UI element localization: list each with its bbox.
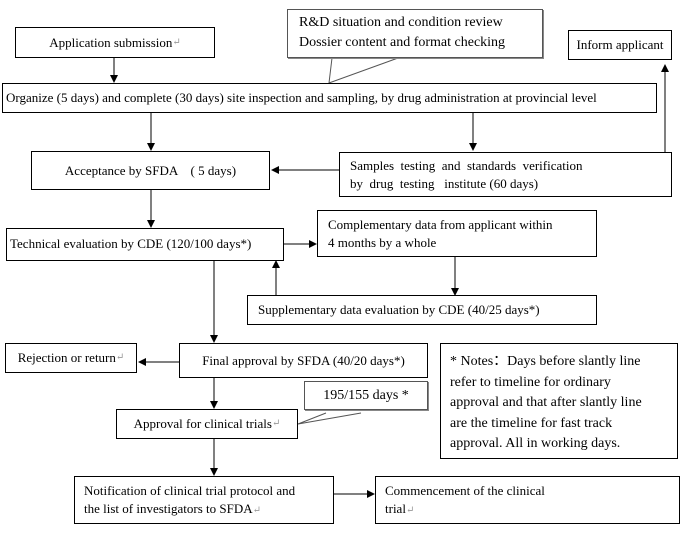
- node-samples-testing: Samples testing and standards verificati…: [339, 152, 672, 197]
- node-approval-clinical-trials: Approval for clinical trials↵: [116, 409, 298, 439]
- node-application-submission: Application submission↵: [15, 27, 215, 58]
- node-line: trial↵: [385, 501, 415, 516]
- callout-line: R&D situation and condition review: [299, 15, 503, 30]
- node-rejection: Rejection or return↵: [5, 343, 137, 373]
- paragraph-mark: ↵: [172, 36, 181, 48]
- node-final-approval: Final approval by SFDA (40/20 days*): [179, 343, 428, 378]
- node-line: by drug testing institute (60 days): [350, 176, 539, 191]
- review-callout: R&D situation and condition review Dossi…: [287, 9, 543, 58]
- node-notification: Notification of clinical trial protocol …: [74, 476, 334, 524]
- notes-line: approval. All in working days.: [450, 436, 621, 451]
- notes-line: are the timeline for fast track: [450, 415, 613, 431]
- node-complementary-data: Complementary data from applicant within…: [317, 210, 597, 257]
- paragraph-mark: ↵: [252, 505, 262, 516]
- paragraph-mark: ↵: [115, 352, 125, 363]
- node-supplementary-evaluation: Supplementary data evaluation by CDE (40…: [247, 295, 597, 325]
- notes-line: approval and that after slantly line: [450, 395, 642, 410]
- node-inform-applicant: Inform applicant: [568, 30, 672, 60]
- node-commencement: Commencement of the clinical trial↵: [375, 476, 680, 524]
- paragraph-mark: ↵: [405, 505, 415, 516]
- node-label: Technical evaluation by CDE (120/100 day…: [10, 236, 252, 251]
- node-label: Rejection or return: [17, 350, 116, 365]
- node-line: Notification of clinical trial protocol …: [84, 483, 296, 498]
- node-line: Commencement of the clinical: [385, 483, 545, 498]
- node-label: Acceptance by SFDA ( 5 days): [64, 162, 237, 178]
- notes-line: refer to timeline for ordinary: [450, 374, 611, 390]
- node-label: Supplementary data evaluation by CDE (40…: [258, 302, 540, 317]
- node-label: Approval for clinical trials: [133, 416, 272, 431]
- node-label: Final approval by SFDA (40/20 days*): [202, 352, 405, 368]
- node-line: Complementary data from applicant within: [328, 217, 553, 232]
- node-acceptance-sfda: Acceptance by SFDA ( 5 days): [31, 151, 270, 190]
- notes-line: * Notes：Days before slantly line: [450, 354, 641, 369]
- node-label: Application submission: [49, 34, 173, 50]
- notes-box: * Notes：Days before slantly line refer t…: [440, 343, 678, 459]
- node-label: Inform applicant: [576, 37, 664, 52]
- node-line: 4 months by a whole: [328, 235, 437, 250]
- node-line: Samples testing and standards verificati…: [350, 158, 583, 173]
- callout-label: 195/155 days *: [323, 387, 409, 403]
- paragraph-mark: ↵: [271, 418, 281, 429]
- days-callout-tail: [297, 412, 362, 425]
- review-callout-tail: [328, 57, 399, 84]
- days-callout: 195/155 days *: [304, 381, 428, 410]
- node-technical-evaluation: Technical evaluation by CDE (120/100 day…: [6, 228, 284, 261]
- node-line: the list of investigators to SFDA↵: [84, 501, 262, 516]
- node-organize-inspection: Organize (5 days) and complete (30 days)…: [2, 83, 657, 113]
- callout-line: Dossier content and format checking: [299, 35, 506, 50]
- node-label: Organize (5 days) and complete (30 days)…: [6, 90, 597, 105]
